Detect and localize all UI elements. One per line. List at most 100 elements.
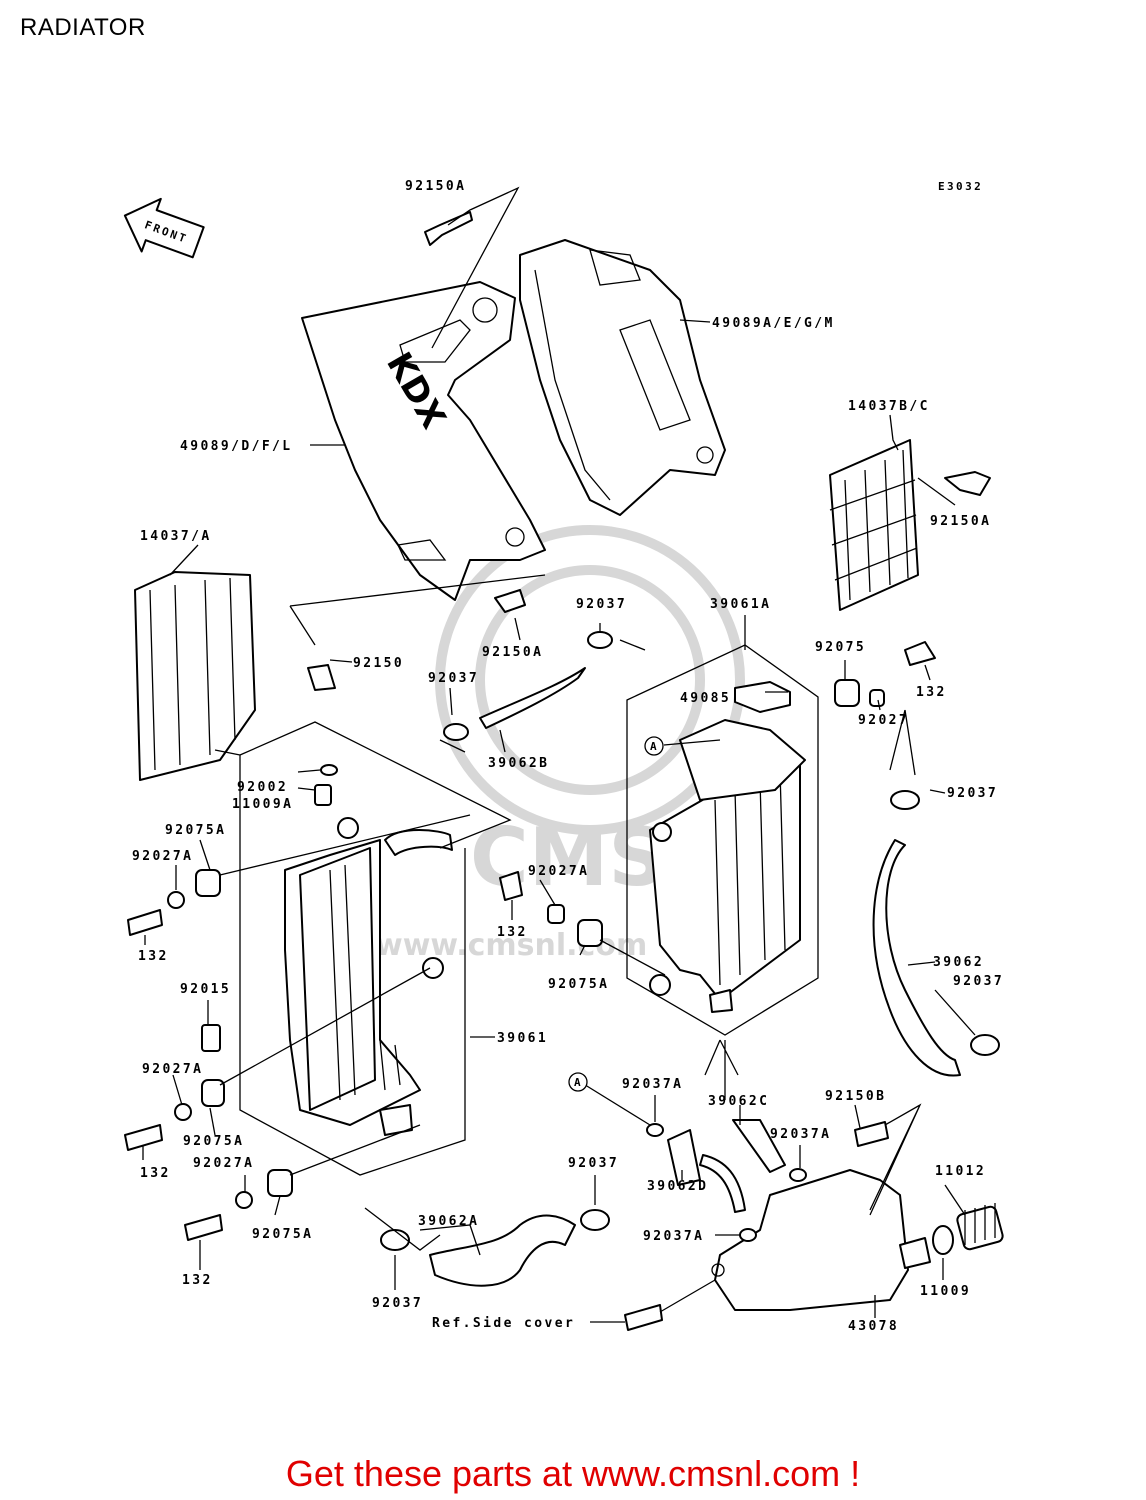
ref-marker-a-bottom: A <box>568 1072 588 1092</box>
label-39062a: 39062A <box>418 1214 479 1229</box>
label-92075a-c: 92075A <box>183 1134 244 1149</box>
clamp-92037a-b <box>789 1168 807 1182</box>
label-92150a-right: 92150A <box>930 514 991 529</box>
label-132-a: 132 <box>916 685 947 700</box>
clamp-92037-c <box>890 790 920 810</box>
label-92150b: 92150B <box>825 1089 886 1104</box>
label-92037-c: 92037 <box>947 786 998 801</box>
clamp-92037-b <box>443 723 469 741</box>
label-92027: 92027 <box>858 713 909 728</box>
label-43078: 43078 <box>848 1319 899 1334</box>
clamp-92037a-c <box>739 1228 757 1242</box>
label-39062c: 39062C <box>708 1094 769 1109</box>
svg-text:A: A <box>650 740 659 753</box>
watermark: CMS www.cmsnl.com <box>375 525 745 963</box>
bolt-92150 <box>307 664 336 691</box>
watermark-brand: CMS <box>470 811 666 904</box>
radiator-left <box>284 817 453 1136</box>
label-92150a-top: 92150A <box>405 179 466 194</box>
bolt-92150a-right <box>944 471 991 496</box>
label-92027a-d: 92027A <box>193 1156 254 1171</box>
ref-marker-a-top: A <box>644 736 664 756</box>
label-14037-a: 14037/A <box>140 529 212 544</box>
label-92037-a: 92037 <box>576 597 627 612</box>
label-11009: 11009 <box>920 1284 971 1299</box>
label-92037a-a: 92037A <box>622 1077 683 1092</box>
leader-lines <box>142 186 976 1323</box>
label-92037-d: 92037 <box>953 974 1004 989</box>
radiator-grill-right <box>829 439 919 611</box>
footer-link[interactable]: Get these parts at www.cmsnl.com ! <box>285 1453 861 1494</box>
bolt-132-d <box>124 1124 163 1151</box>
label-49089-d-f-l: 49089/D/F/L <box>180 439 293 454</box>
label-39062d: 39062D <box>647 1179 708 1194</box>
collar-92027 <box>869 689 885 707</box>
clamp-92037-a <box>587 631 613 649</box>
radiator-right <box>649 719 806 1013</box>
radiator-cap-pad <box>734 681 791 713</box>
label-49085: 49085 <box>680 691 731 706</box>
bolt-92150b <box>854 1121 889 1147</box>
pipe-39062d <box>667 1129 701 1186</box>
label-39061a: 39061A <box>710 597 771 612</box>
clamp-92037-d <box>970 1034 1000 1056</box>
label-92150: 92150 <box>353 656 404 671</box>
clamp-92037-f <box>380 1229 410 1251</box>
radiator-shroud-left: KDX <box>301 281 546 601</box>
hose-39062 <box>872 839 961 1077</box>
label-39062b: 39062B <box>488 756 549 771</box>
clamp-92037a-a <box>646 1123 664 1137</box>
collar-92027a-a <box>167 891 185 909</box>
collar-92027a-c <box>174 1103 192 1121</box>
bolt-92002 <box>314 784 332 806</box>
hose-39062d <box>699 1154 746 1213</box>
grommet-92075a-b <box>577 919 603 947</box>
front-arrow: FRONT <box>123 197 205 259</box>
label-14037b-c: 14037B/C <box>848 399 930 414</box>
reservoir-gasket-11009 <box>932 1225 954 1255</box>
bolt-132-c <box>499 871 523 901</box>
label-92015: 92015 <box>180 982 231 997</box>
label-11012: 11012 <box>935 1164 986 1179</box>
fasteners <box>124 211 1000 1331</box>
clamp-92037-e <box>580 1209 610 1231</box>
svg-text:A: A <box>574 1076 583 1089</box>
label-132-e: 132 <box>182 1273 213 1288</box>
page-title: RADIATOR <box>20 14 146 41</box>
label-92037-e: 92037 <box>568 1156 619 1171</box>
reservoir-tank <box>711 1169 931 1311</box>
label-92075a-a: 92075A <box>165 823 226 838</box>
label-92075: 92075 <box>815 640 866 655</box>
hose-39062b <box>479 667 586 729</box>
grommet-92075a-a <box>195 869 221 897</box>
label-49089a-e-g-m: 49089A/E/G/M <box>712 316 835 331</box>
label-92037-f: 92037 <box>372 1296 423 1311</box>
radiator-grill-left <box>134 571 256 781</box>
label-39061: 39061 <box>497 1031 548 1046</box>
label-92027a-c: 92027A <box>142 1062 203 1077</box>
bolt-132-b <box>127 909 163 936</box>
label-ref-side-cover: Ref.Side cover <box>432 1316 575 1331</box>
watermark-ring <box>435 525 745 835</box>
label-39062: 39062 <box>933 955 984 970</box>
watermark-inner-ring <box>475 565 705 795</box>
hose-39062a <box>429 1214 576 1287</box>
part-labels: 92150A 49089A/E/G/M 49089/D/F/L 14037B/C… <box>132 179 1004 1334</box>
bolt-132-e <box>184 1214 223 1241</box>
clip-92015 <box>201 1024 221 1052</box>
reservoir-cap-11012 <box>956 1203 1004 1251</box>
bolt-92150a-top <box>424 211 473 246</box>
label-92075a-d: 92075A <box>252 1227 313 1242</box>
grommet-92075 <box>834 679 860 707</box>
collar-92027a-d <box>235 1191 253 1209</box>
label-92037a-c: 92037A <box>643 1229 704 1244</box>
bolt-132-a <box>904 641 936 666</box>
label-92075a-b: 92075A <box>548 977 609 992</box>
label-132-b: 132 <box>138 949 169 964</box>
label-11009a: 11009A <box>232 797 293 812</box>
bolt-92150a-mid <box>494 589 526 613</box>
label-92027a-b: 92027A <box>528 864 589 879</box>
label-92002: 92002 <box>237 780 288 795</box>
collar-92027a-b <box>547 904 565 924</box>
